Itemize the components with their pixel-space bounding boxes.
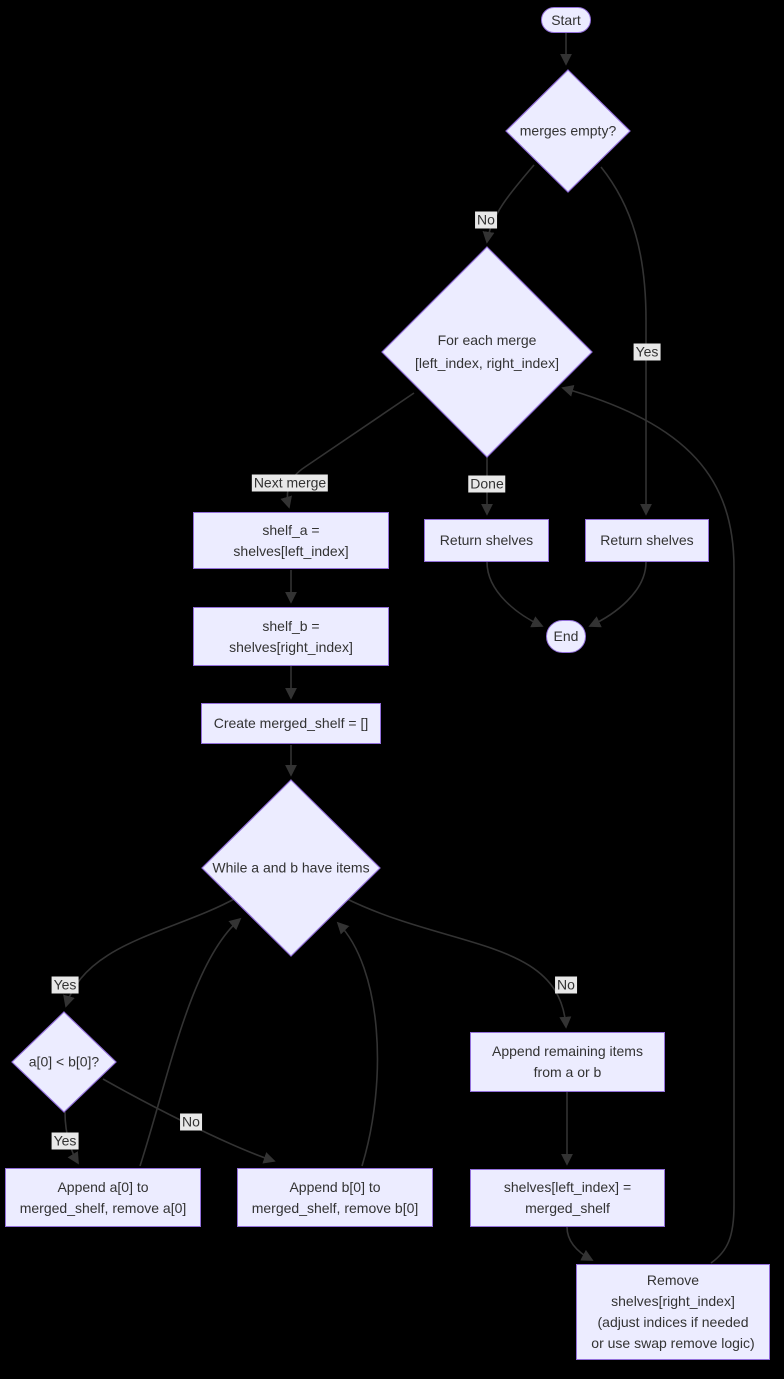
- edge-label-done: Done: [468, 475, 506, 493]
- node-create-merged-shelf: Create merged_shelf = []: [201, 703, 381, 744]
- edge-append-a-loop-to-while: [139, 917, 242, 1167]
- node-end-label: End: [553, 628, 579, 644]
- edge-label-merges-yes: Yes: [633, 343, 661, 361]
- node-append-b: Append b[0] to merged_shelf, remove b[0]: [237, 1168, 433, 1227]
- node-append-b-label: Append b[0] to merged_shelf, remove b[0]: [251, 1178, 419, 1216]
- node-append-remaining-label: Append remaining items from a or b: [492, 1043, 643, 1080]
- node-start-label: Start: [551, 11, 581, 28]
- edge-label-a-less-no: No: [180, 1113, 202, 1131]
- edge-remove-loop-to-for-each: [561, 385, 735, 1264]
- node-remove-right-label: Remove shelves[right_index] (adjust indi…: [591, 1272, 755, 1351]
- node-return-shelves-done: Return shelves: [424, 519, 549, 562]
- node-return-shelves-yes-label: Return shelves: [600, 532, 694, 548]
- node-assign-merged-label: shelves[left_index] = merged_shelf: [503, 1179, 632, 1216]
- node-shelf-a: shelf_a = shelves[left_index]: [193, 512, 389, 569]
- node-append-a: Append a[0] to merged_shelf, remove a[0]: [5, 1168, 201, 1227]
- edge-while-no-to-append-remaining: [344, 897, 572, 1029]
- decision-a-less-b-shape: [11, 1011, 117, 1113]
- node-append-remaining: Append remaining items from a or b: [470, 1032, 665, 1092]
- edge-label-next-merge: Next merge: [251, 474, 329, 492]
- edge-append-b-loop-to-while: [336, 921, 379, 1167]
- decision-while-items-shape: [201, 779, 381, 957]
- decision-for-each-merge-shape: [381, 246, 593, 458]
- node-shelf-b-label: shelf_b = shelves[right_index]: [229, 617, 353, 655]
- decision-a-less-b-label: a[0] < b[0]?: [28, 1053, 100, 1070]
- edge-assign-to-remove: [566, 1226, 594, 1261]
- node-end: End: [546, 620, 586, 653]
- edge-return-done-to-end: [486, 561, 544, 628]
- edge-label-a-less-yes: Yes: [51, 1132, 79, 1150]
- node-start: Start: [541, 7, 591, 33]
- edge-return-yes-to-end: [588, 561, 647, 628]
- node-remove-right: Remove shelves[right_index] (adjust indi…: [576, 1264, 770, 1360]
- edge-label-merges-no: No: [475, 211, 497, 229]
- node-create-merged-shelf-label: Create merged_shelf = []: [213, 715, 369, 731]
- edge-while-yes-to-a-less-b: [63, 897, 237, 1008]
- node-return-shelves-done-label: Return shelves: [439, 532, 534, 548]
- node-shelf-a-label: shelf_a = shelves[left_index]: [233, 521, 349, 559]
- edge-label-while-yes: Yes: [51, 976, 79, 994]
- node-assign-merged: shelves[left_index] = merged_shelf: [470, 1169, 665, 1227]
- node-return-shelves-yes: Return shelves: [585, 519, 709, 562]
- decision-merges-empty-shape: [505, 69, 631, 193]
- node-shelf-b: shelf_b = shelves[right_index]: [193, 607, 389, 666]
- decision-merges-empty-label: merges empty?: [519, 122, 617, 139]
- edge-merges-empty-yes-to-return: [600, 166, 652, 516]
- edge-label-while-no: No: [555, 976, 577, 994]
- edge-merges-empty-no-to-for-each: [482, 164, 535, 244]
- node-append-a-label: Append a[0] to merged_shelf, remove a[0]: [19, 1178, 187, 1216]
- decision-while-items-label: While a and b have items: [212, 859, 370, 876]
- decision-for-each-merge-label: For each merge [left_index, right_index]: [415, 332, 559, 371]
